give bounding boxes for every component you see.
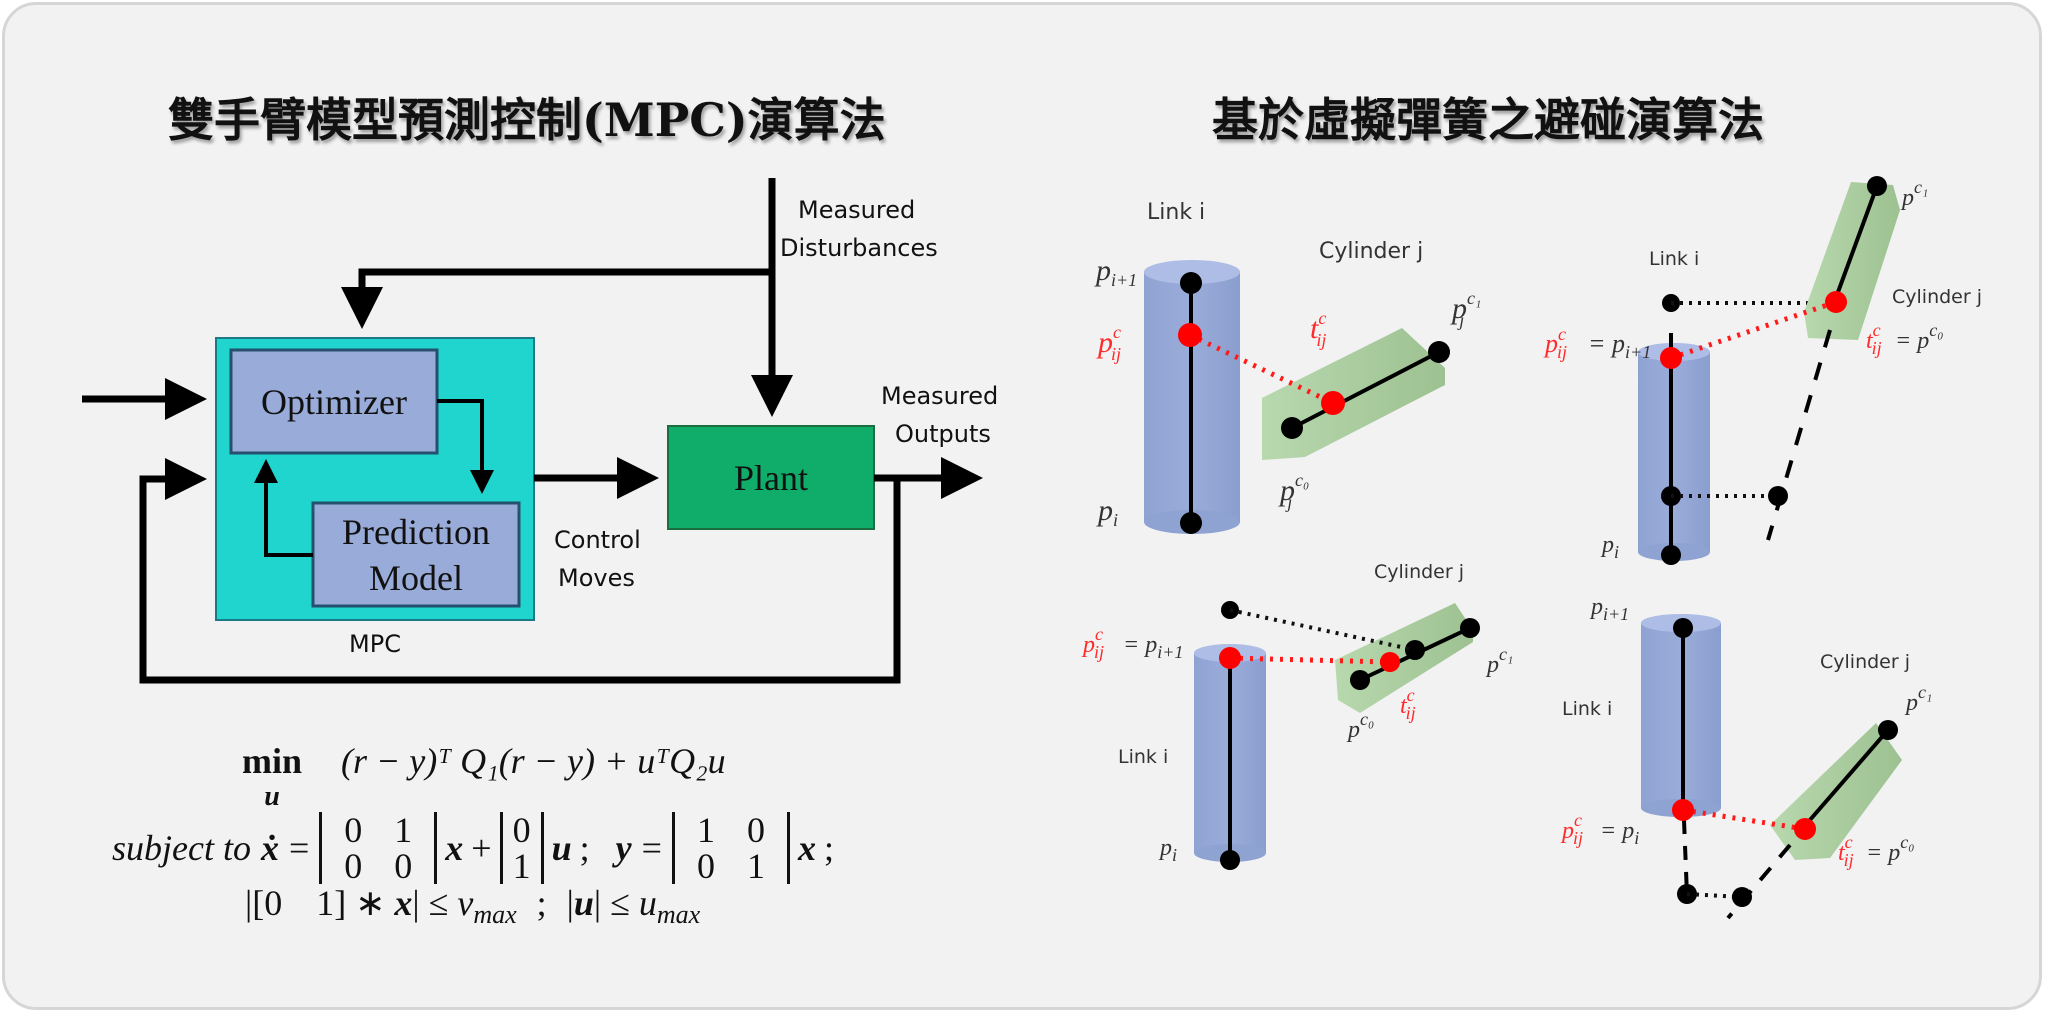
pc-eq-label: = pi+1 — [1123, 632, 1183, 662]
closest-point-cylinder — [1380, 652, 1400, 672]
closest-point-cylinder — [1825, 291, 1847, 313]
obstacle-end-c1 — [1878, 720, 1898, 740]
obstacle-extension — [1726, 843, 1792, 920]
obstacle-axis — [1832, 185, 1879, 304]
tc-eq-label: = pc₀ — [1866, 832, 1914, 866]
min-subscript: u — [264, 781, 280, 812]
prediction-model-box — [311, 501, 521, 608]
obstacle-axis — [1801, 728, 1890, 830]
obstacle-end-c0 — [1350, 670, 1370, 690]
link-label: Link i — [1147, 200, 1205, 225]
closest-point-link — [1672, 799, 1694, 821]
joint-bottom — [1180, 512, 1202, 534]
cylinder-label: Cylinder j — [1374, 561, 1464, 583]
cylinder-label: Cylinder j — [1820, 651, 1910, 673]
subject-to-label: subject to — [112, 828, 251, 868]
closest-point-link — [1178, 323, 1202, 347]
min-distance-line — [1682, 807, 1806, 832]
title-mpc: 雙手臂模型預測控制(MPC)演算法 — [168, 93, 886, 147]
measured-outputs-label-1: Measured — [881, 382, 998, 410]
link-cylinder-top — [1144, 260, 1240, 284]
closest-point-cylinder — [1321, 391, 1345, 415]
min-distance-line — [1188, 332, 1335, 406]
link-label: Link i — [1649, 248, 1699, 270]
link-extension — [1682, 819, 1689, 896]
pc-eq-label: = pi — [1600, 818, 1639, 848]
pj-c1-label: pc₁ — [1904, 682, 1932, 716]
p-bottom-label: pi — [1096, 494, 1118, 530]
joint-bottom — [1661, 545, 1681, 565]
measured-disturbances-label-2: Disturbances — [780, 234, 938, 262]
control-moves-label-1: Control — [554, 526, 641, 554]
closest-point-link — [1660, 347, 1682, 369]
obstacle-end-c1 — [1460, 618, 1480, 638]
cylinder-label: Cylinder j — [1319, 239, 1423, 264]
joint-top — [1673, 618, 1693, 638]
model-to-optimizer-arrow — [254, 459, 313, 557]
min-operator: min — [242, 741, 303, 781]
tc-eq-label: = pc₀ — [1895, 320, 1943, 354]
projected-point — [1732, 887, 1752, 907]
prediction-model-label-1: Prediction — [342, 512, 490, 552]
optimizer-label: Optimizer — [261, 382, 407, 422]
obstacle-end-c1 — [1867, 176, 1887, 196]
projected-point — [1768, 486, 1788, 506]
feedback-arrow — [139, 458, 901, 684]
p-bottom-label: pi — [1158, 835, 1177, 865]
p-bottom-label: pi — [1600, 532, 1619, 562]
pc-eq-label: = pi+1 — [1588, 329, 1651, 362]
x-dot: ẋ — [260, 828, 279, 868]
closest-point-link — [1219, 647, 1241, 669]
joint-top — [1180, 272, 1202, 294]
obstacle-cylinder — [1804, 182, 1900, 340]
objective-expression: (r − y)ᵀ Q₁(r − y) + uᵀQ₂u — [341, 741, 726, 781]
obstacle-axis — [1291, 350, 1440, 430]
disturbance-feedforward-arrow — [341, 268, 772, 329]
matrix-B: 0 1 — [499, 812, 544, 884]
prediction-model-label-2: Model — [369, 558, 463, 598]
p-top-label: pi+1 — [1589, 594, 1629, 624]
optimizer-to-model-arrow — [437, 399, 494, 494]
link-cylinder — [1638, 352, 1710, 552]
pj-c1-label: pc₁ — [1485, 644, 1513, 678]
p-top-label: pi+1 — [1094, 254, 1137, 290]
title-collision-avoidance: 基於虛擬彈簧之避碰演算法 — [1212, 93, 1764, 147]
closest-point-cylinder — [1794, 818, 1816, 840]
pj-c0-label: pc₀ — [1346, 709, 1374, 743]
obstacle-extension — [1766, 329, 1832, 541]
plant-label: Plant — [734, 458, 808, 498]
cylinder-label: Cylinder j — [1892, 286, 1982, 308]
obstacle-end-c1 — [1428, 341, 1450, 363]
pj-c1-label: pc₁ — [1900, 177, 1928, 211]
control-moves-label-2: Moves — [558, 564, 635, 592]
joint-bottom — [1220, 850, 1240, 870]
obstacle-end-c0 — [1281, 417, 1303, 439]
min-distance-line — [1229, 655, 1391, 665]
link-label: Link i — [1118, 746, 1168, 768]
measured-disturbances-label-1: Measured — [798, 196, 915, 224]
mpc-label: MPC — [349, 630, 401, 658]
link-label: Link i — [1562, 698, 1612, 720]
measured-outputs-label-2: Outputs — [895, 420, 991, 448]
objective-equation: min u (r − y)ᵀ Q₁(r − y) + uᵀQ₂u — [242, 740, 726, 824]
